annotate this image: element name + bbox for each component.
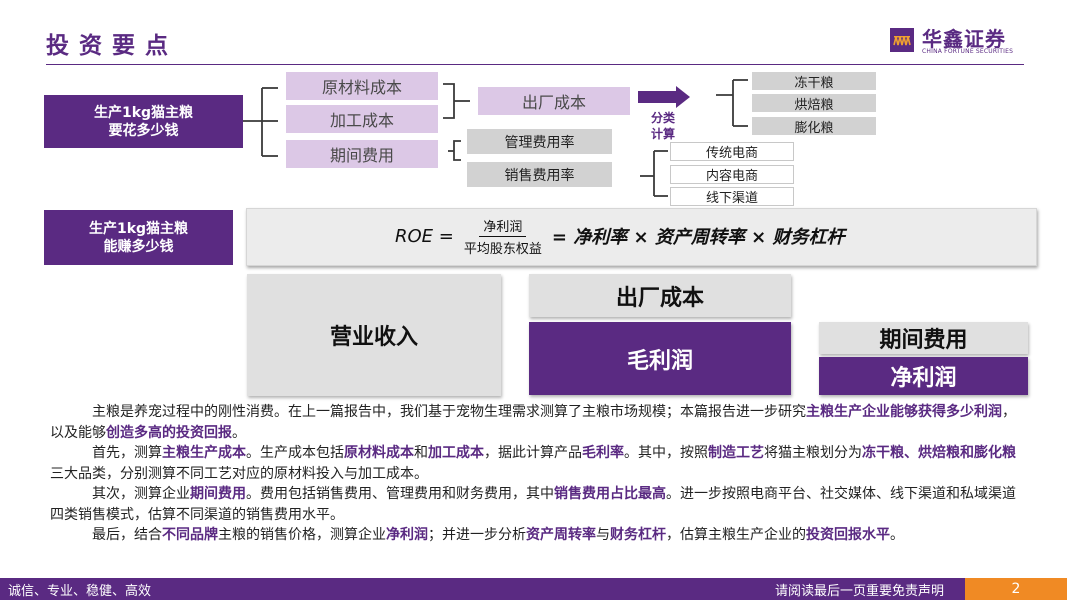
paragraph: 首先，测算主粮生产成本。生产成本包括原材料成本和加工成本，据此计算产品毛利率。其… bbox=[50, 443, 1020, 484]
highlight-text: 冻干粮、烘焙粮和膨化粮 bbox=[862, 445, 1016, 461]
question-cost-line2: 要花多少钱 bbox=[108, 122, 179, 139]
page-number: 2 bbox=[965, 578, 1067, 600]
paragraph-text: ，据此计算产品 bbox=[484, 445, 582, 461]
roe-formula: ROE = 净利润 平均股东权益 = 净利率 × 资产周转率 × 财务杠杆 bbox=[300, 212, 1000, 260]
paragraph-text: 。生产成本包括 bbox=[246, 445, 344, 461]
title-divider bbox=[46, 64, 1024, 65]
expense-rate-management: 管理费用率 bbox=[467, 129, 612, 154]
paragraph-text: 。 bbox=[232, 424, 246, 441]
question-cost-box: 生产1kg猫主粮 要花多少钱 bbox=[44, 95, 243, 148]
company-logo-name: 华鑫证券 bbox=[922, 27, 1006, 51]
process-baked: 烘焙粮 bbox=[752, 94, 876, 113]
roe-lhs: ROE = bbox=[395, 225, 454, 247]
roe-rhs: = 净利率 × 资产周转率 × 财务杠杆 bbox=[551, 227, 845, 248]
period-expense-box: 期间费用 bbox=[819, 322, 1028, 354]
paragraph-text: ；并进一步分析 bbox=[428, 527, 526, 543]
highlight-text: 创造多高的投资回报 bbox=[106, 424, 232, 441]
gross-profit-box: 毛利润 bbox=[529, 322, 791, 395]
classify-calc-label: 分类 计算 bbox=[643, 110, 683, 142]
footer-disclaimer: 请阅读最后一页重要免责声明 bbox=[775, 584, 945, 599]
channel-traditional-ecommerce: 传统电商 bbox=[670, 142, 794, 161]
paragraph-text: 主粮的销售价格，测算企业 bbox=[218, 527, 386, 543]
highlight-text: 加工成本 bbox=[428, 445, 484, 461]
footer-motto: 诚信、专业、稳健、高效 bbox=[8, 584, 152, 599]
classify-label-line2: 计算 bbox=[650, 127, 675, 141]
expense-rate-sales: 销售费用率 bbox=[467, 162, 612, 187]
process-freeze-dried: 冻干粮 bbox=[752, 72, 876, 91]
question-profit-box: 生产1kg猫主粮 能赚多少钱 bbox=[44, 210, 233, 265]
highlight-text: 销售费用占比最高 bbox=[554, 486, 666, 502]
roe-fraction: 净利润 平均股东权益 bbox=[460, 216, 546, 257]
question-profit-line2: 能赚多少钱 bbox=[103, 238, 174, 255]
highlight-text: 投资回报水平 bbox=[806, 527, 890, 543]
paragraph-text: ，以及能够 bbox=[50, 404, 1016, 441]
revenue-box: 营业收入 bbox=[247, 274, 501, 396]
classify-label-line1: 分类 bbox=[650, 111, 675, 125]
paragraph-text: 。其中，按照 bbox=[624, 445, 708, 461]
roe-formula-panel bbox=[246, 208, 1037, 266]
highlight-text: 主粮生产成本 bbox=[162, 445, 246, 461]
highlight-text: 主粮生产企业能够获得多少利润 bbox=[806, 404, 1002, 420]
cost-item-raw-material: 原材料成本 bbox=[286, 72, 438, 100]
cost-item-processing: 加工成本 bbox=[286, 105, 438, 133]
channel-content-ecommerce: 内容电商 bbox=[670, 165, 794, 184]
paragraph-text: 。费用包括销售费用、管理费用和财务费用，其中 bbox=[246, 486, 554, 502]
question-profit-line1: 生产1kg猫主粮 bbox=[88, 220, 189, 237]
factory-cost-box: 出厂成本 bbox=[529, 274, 791, 317]
highlight-text: 净利润 bbox=[386, 527, 428, 543]
roe-numerator: 净利润 bbox=[479, 216, 527, 237]
body-text: 主粮是养宠过程中的刚性消费。在上一篇报告中，我们基于宠物生理需求测算了主粮市场规… bbox=[50, 402, 1020, 546]
paragraph-text: 。 bbox=[890, 527, 904, 543]
paragraph-text: 首先，测算 bbox=[92, 445, 162, 461]
highlight-text: 原材料成本 bbox=[344, 445, 414, 461]
paragraph-text: ，估算主粮生产企业的 bbox=[666, 527, 806, 543]
paragraph-text: 最后，结合 bbox=[92, 527, 162, 543]
cost-item-period-expense: 期间费用 bbox=[286, 140, 438, 168]
channel-offline: 线下渠道 bbox=[670, 187, 794, 206]
net-profit-box: 净利润 bbox=[819, 357, 1028, 395]
footer-bar bbox=[0, 578, 1067, 600]
process-extruded: 膨化粮 bbox=[752, 117, 876, 136]
highlight-text: 不同品牌 bbox=[162, 527, 218, 543]
highlight-text: 毛利率 bbox=[582, 445, 624, 461]
paragraph: 主粮是养宠过程中的刚性消费。在上一篇报告中，我们基于宠物生理需求测算了主粮市场规… bbox=[50, 402, 1020, 443]
paragraph-text: 将猫主粮划分为 bbox=[764, 445, 862, 461]
paragraph-text: 其次，测算企业 bbox=[92, 486, 190, 502]
highlight-text: 期间费用 bbox=[190, 486, 246, 502]
paragraph: 其次，测算企业期间费用。费用包括销售费用、管理费用和财务费用，其中销售费用占比最… bbox=[50, 484, 1020, 525]
paragraph-text: 与 bbox=[596, 527, 610, 543]
paragraph-text: 三大品类，分别测算不同工艺对应的原材料投入与加工成本。 bbox=[50, 465, 428, 482]
roe-denominator: 平均股东权益 bbox=[463, 241, 542, 257]
question-cost-line1: 生产1kg猫主粮 bbox=[93, 104, 194, 121]
factory-cost-label: 出厂成本 bbox=[478, 87, 630, 115]
highlight-text: 财务杠杆 bbox=[610, 527, 666, 543]
company-logo-english: CHINA FORTUNE SECURITIES bbox=[922, 48, 1014, 55]
paragraph: 最后，结合不同品牌主粮的销售价格，测算企业净利润；并进一步分析资产周转率与财务杠… bbox=[50, 525, 1020, 546]
company-logo-icon bbox=[890, 28, 914, 52]
highlight-text: 制造工艺 bbox=[708, 445, 764, 461]
paragraph-text: 主粮是养宠过程中的刚性消费。在上一篇报告中，我们基于宠物生理需求测算了主粮市场规… bbox=[92, 404, 806, 420]
highlight-text: 资产周转率 bbox=[526, 527, 596, 543]
paragraph-text: 和 bbox=[414, 445, 428, 461]
page-title: 投资要点 bbox=[46, 33, 178, 59]
paragraph-text: 。进一步按照电商平台、社交媒体、线下渠道和私域渠道四类销售模式，估算不同渠道的销… bbox=[50, 486, 1016, 523]
